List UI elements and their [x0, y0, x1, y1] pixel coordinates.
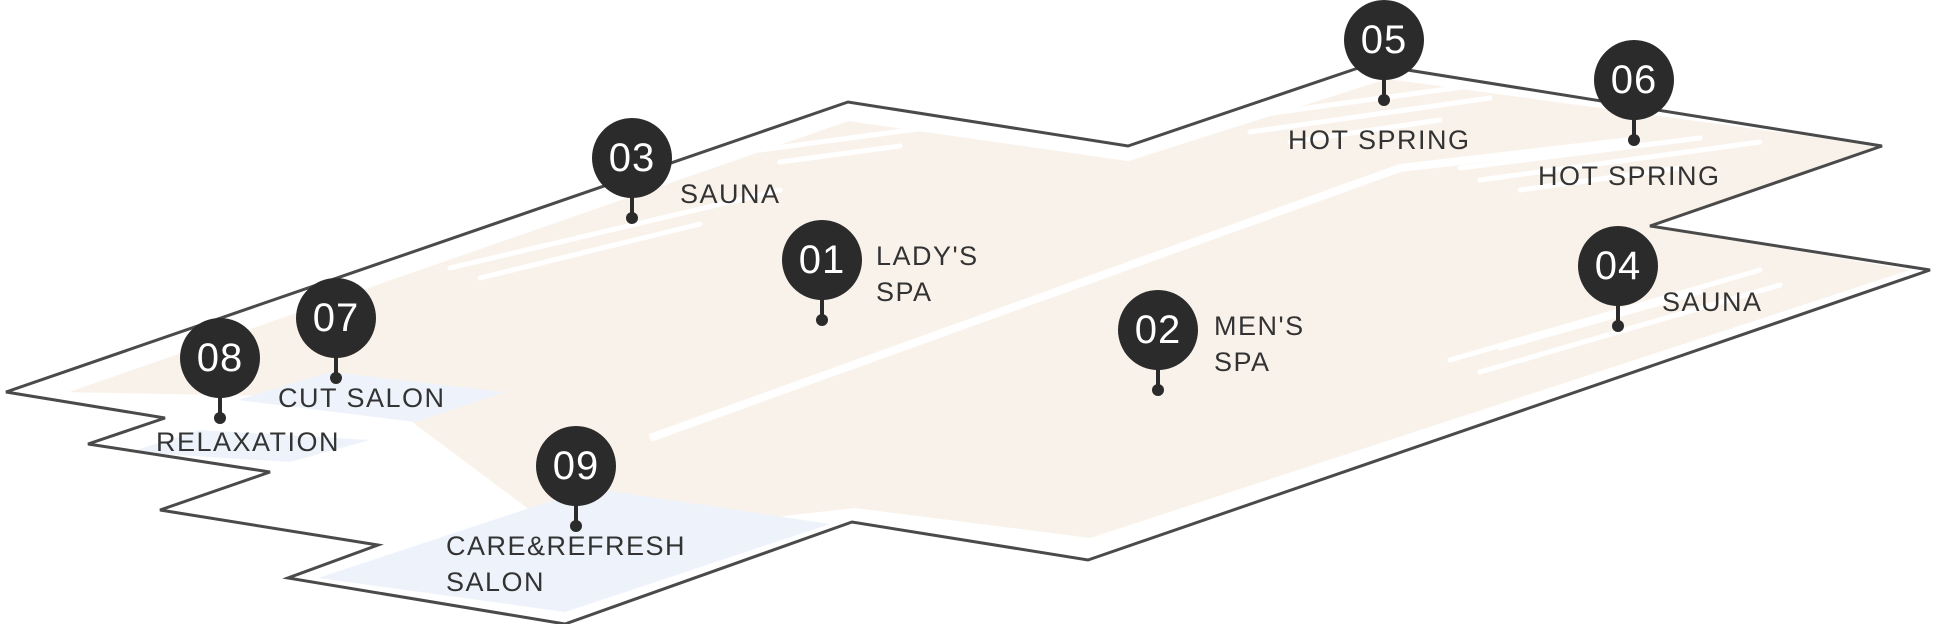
zone-08-number: 08: [180, 318, 260, 398]
pin-dot: [816, 314, 828, 326]
pin-dot: [1612, 320, 1624, 332]
zone-07-label: CUT SALON: [278, 383, 446, 413]
zone-02-pin[interactable]: 02: [1118, 290, 1198, 400]
zone-02-number: 02: [1118, 290, 1198, 370]
hot-spring-texture: [1217, 83, 1783, 375]
zone-04-label: SAUNA: [1662, 287, 1763, 317]
pin-stem: [218, 394, 222, 416]
pin-stem: [820, 296, 824, 318]
pin-dot: [214, 412, 226, 424]
pin-stem: [1632, 116, 1636, 138]
zone-06-number: 06: [1594, 40, 1674, 120]
zone-01-pin[interactable]: 01: [782, 220, 862, 330]
zone-07-number: 07: [296, 278, 376, 358]
floor-outline: [5, 62, 1931, 624]
zone-08-pin[interactable]: 08: [180, 318, 260, 428]
zone-05-number: 05: [1344, 0, 1424, 80]
zone-08-label: RELAXATION: [156, 427, 341, 457]
zone-09-number: 09: [536, 426, 616, 506]
pin-dot: [626, 212, 638, 224]
floor-edge-highlight: [59, 75, 1381, 395]
zone-05-label: HOT SPRING: [1288, 125, 1471, 155]
sauna-texture: [447, 123, 943, 281]
zone-07-pin[interactable]: 07: [296, 278, 376, 388]
zone-02-label: MEN'S SPA: [1214, 311, 1305, 377]
pin-stem: [334, 354, 338, 376]
zone-03-pin[interactable]: 03: [592, 118, 672, 228]
pin-stem: [1616, 302, 1620, 324]
pin-stem: [630, 194, 634, 216]
zone-05-pin[interactable]: 05: [1344, 0, 1424, 110]
relaxation-fill: [130, 430, 370, 462]
zone-01-number: 01: [782, 220, 862, 300]
pin-stem: [1382, 76, 1386, 98]
zone-01-label: LADY'S SPA: [876, 241, 979, 307]
care-refresh-salon-fill: [318, 488, 830, 612]
zone-09-pin[interactable]: 09: [536, 426, 616, 536]
zone-04-number: 04: [1578, 226, 1658, 306]
pin-dot: [570, 520, 582, 532]
pin-stem: [574, 502, 578, 524]
pin-dot: [1152, 384, 1164, 396]
spa-floor-fill: [60, 78, 1910, 540]
zone-06-pin[interactable]: 06: [1594, 40, 1674, 150]
zone-06-label: HOT SPRING: [1538, 161, 1721, 191]
pin-stem: [1156, 366, 1160, 388]
zone-09-label: CARE&REFRESH SALON: [446, 531, 687, 597]
zone-03-label: SAUNA: [680, 179, 781, 209]
spa-divider: [648, 136, 1641, 442]
pin-dot: [1378, 94, 1390, 106]
pin-dot: [330, 372, 342, 384]
zone-04-pin[interactable]: 04: [1578, 226, 1658, 336]
pin-dot: [1628, 134, 1640, 146]
cut-salon-fill: [238, 372, 505, 422]
zone-03-number: 03: [592, 118, 672, 198]
